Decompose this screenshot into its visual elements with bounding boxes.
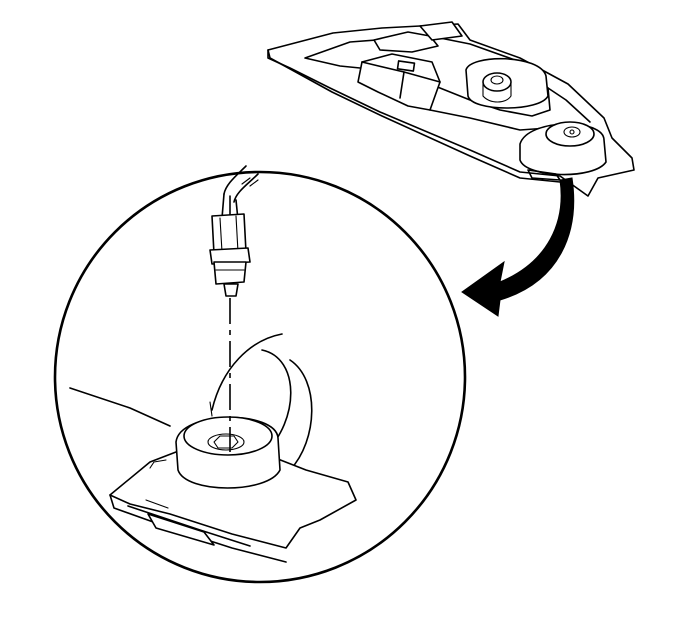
- detail-view: [53, 165, 467, 584]
- detail-circle-outline: [53, 170, 467, 584]
- sensor-mount-boss-overview: [519, 121, 607, 176]
- callout-arrow: [461, 177, 575, 317]
- sensor-mount-boss-detail: [175, 401, 281, 489]
- sensor-connector: [209, 165, 259, 297]
- console-tray-overview: [267, 21, 635, 197]
- central-boss: [465, 57, 549, 109]
